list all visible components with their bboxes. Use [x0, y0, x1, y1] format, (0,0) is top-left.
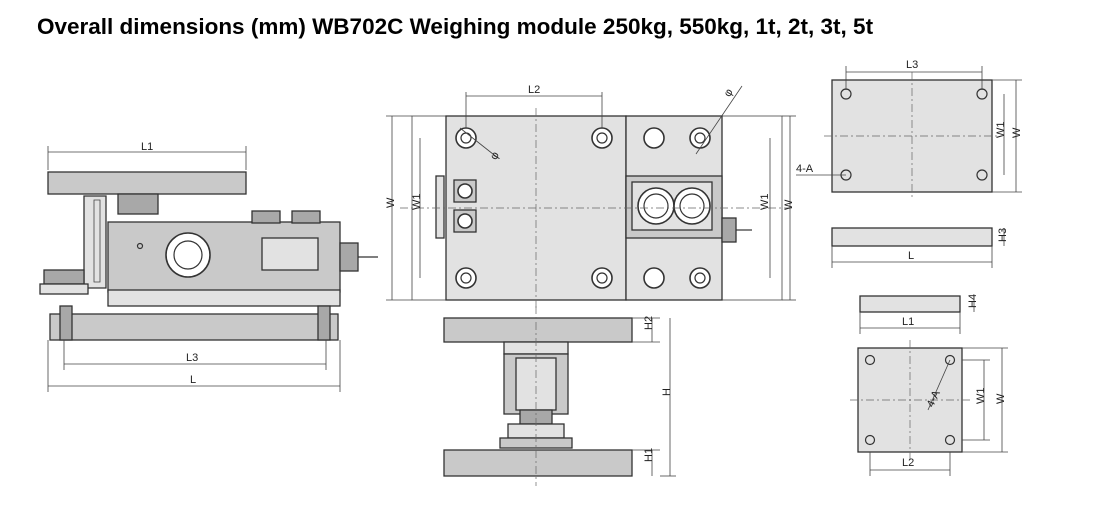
side-cable-gland — [339, 242, 359, 272]
top-view: L2 φ φ W W1 W1 W — [385, 84, 796, 308]
phi-label-right: φ — [722, 87, 736, 99]
dim-H3-label: H3 — [997, 228, 1009, 242]
dim-L2-top-label: L2 — [528, 84, 540, 96]
dim-W-bottom-label: W — [995, 393, 1007, 404]
dim-W-detail-label: W — [1011, 127, 1023, 138]
side-base-plate — [49, 313, 339, 341]
dim-L2-detail-label: L2 — [902, 457, 914, 469]
dim-W-left-label: W — [385, 197, 397, 208]
side-view: L1 L3 L — [39, 141, 378, 392]
front-top-plate — [443, 317, 633, 343]
dim-W1-left-label: W1 — [411, 194, 423, 211]
side-bracket — [83, 195, 107, 289]
top-plate-detail: L3 4-A W1 W — [796, 59, 1023, 200]
dim-L-label: L — [190, 374, 196, 386]
dim-H1-label: H1 — [643, 448, 655, 462]
side-label-plate — [261, 237, 319, 271]
dim-W1-detail-label: W1 — [995, 122, 1007, 139]
plate-side-h4: L1 H4 — [859, 294, 979, 334]
dim-H2-label: H2 — [643, 316, 655, 330]
plate-side-h3: L H3 — [831, 227, 1009, 268]
dim-L1-label: L1 — [141, 141, 153, 153]
dim-H4-label: H4 — [967, 294, 979, 308]
dim-L3-detail-label: L3 — [906, 59, 918, 71]
page-title: Overall dimensions (mm) WB702C Weighing … — [37, 14, 874, 39]
side-top-stud — [117, 193, 159, 215]
bottom-plate-detail: 4-A L2 W1 W — [850, 340, 1008, 476]
dim-W-right-label: W — [783, 199, 795, 210]
side-cell-circle — [165, 232, 211, 278]
side-top-plate — [47, 171, 247, 195]
dim-W1-bottom-label: W1 — [975, 388, 987, 405]
dim-H-label: H — [661, 388, 673, 396]
dim-L3-label: L3 — [186, 352, 198, 364]
dim-W1-right-label: W1 — [759, 194, 771, 211]
front-view: H2 H H1 — [443, 306, 676, 486]
dim-L1-plate-label: L1 — [902, 316, 914, 328]
dim-L-plate-label: L — [908, 250, 914, 262]
holes-label-top: 4-A — [796, 163, 814, 175]
front-base-plate — [443, 449, 633, 477]
